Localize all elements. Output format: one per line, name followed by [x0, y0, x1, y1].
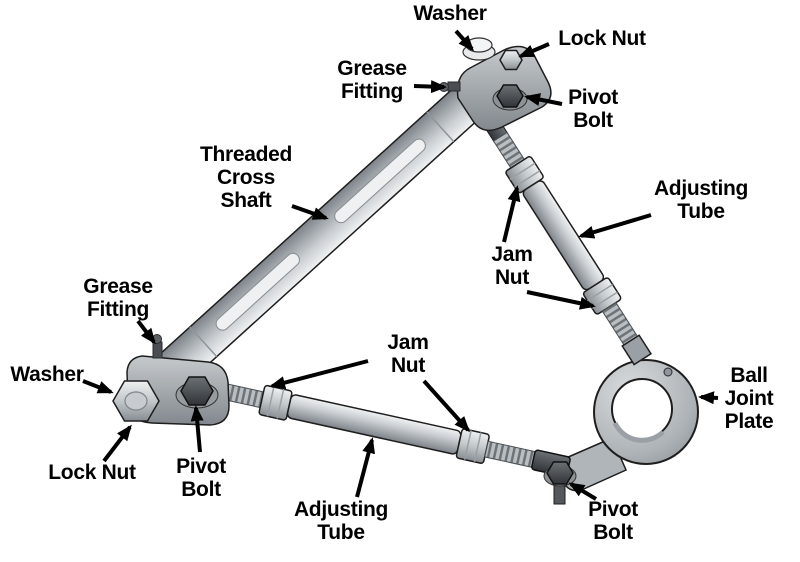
label-ball-joint-plate: Ball Joint Plate	[724, 364, 774, 433]
arrow-jam-nut-right-upper	[502, 185, 521, 243]
pivot-bolt-left-graphic	[175, 376, 219, 409]
pivot-bolt-top-graphic	[492, 84, 528, 111]
threaded-cross-shaft-graphic	[153, 81, 488, 390]
label-lock-nut-top: Lock Nut	[558, 27, 646, 50]
arrow-grease-fitting-top	[413, 80, 447, 94]
adjusting-tube-bottom-graphic	[210, 380, 571, 478]
arrow-jam-nut-right-lower	[526, 290, 596, 310]
washer-left-graphic	[112, 380, 160, 422]
jam-nut-bottom-right-graphic	[455, 428, 490, 464]
label-grease-fitting-top: Grease Fitting	[337, 57, 407, 103]
lock-nut-top-graphic	[499, 49, 523, 71]
label-adjusting-tube-right: Adjusting Tube	[653, 177, 749, 223]
arrow-jam-nut-bottom-right	[422, 379, 471, 433]
pivot-bolt-bottom-graphic	[543, 461, 577, 505]
label-pivot-bolt-top: Pivot Bolt	[568, 86, 618, 132]
label-grease-fitting-left: Grease Fitting	[83, 275, 153, 321]
arrow-pivot-bolt-top	[524, 93, 563, 106]
top-pivot-assembly-graphic	[439, 37, 552, 132]
callout-arrows	[82, 29, 719, 501]
arrow-adjusting-tube-bottom	[355, 437, 375, 498]
arrow-ball-joint-plate	[698, 391, 719, 405]
arrow-threaded-cross-shaft	[291, 204, 329, 220]
arrow-washer-top	[454, 29, 474, 52]
label-washer-left: Washer	[10, 363, 84, 386]
arrow-adjusting-tube-right	[578, 213, 652, 239]
label-washer-top: Washer	[413, 2, 487, 25]
label-jam-nut-bottom: Jam Nut	[387, 331, 429, 377]
arrow-lock-nut-left	[102, 424, 132, 463]
arrow-pivot-bolt-left	[190, 405, 204, 453]
label-jam-nut-right: Jam Nut	[491, 243, 533, 289]
arrow-pivot-bolt-bottom	[568, 482, 598, 501]
grease-fitting-left-graphic	[152, 334, 163, 359]
label-threaded-cross-shaft: Threaded Cross Shaft	[199, 143, 293, 212]
label-adjusting-tube-bottom: Adjusting Tube	[293, 498, 389, 544]
label-pivot-bolt-left: Pivot Bolt	[176, 455, 226, 501]
adjusting-tube-right-graphic	[486, 121, 653, 366]
ball-joint-plate-graphic	[555, 359, 699, 492]
arrow-washer-left	[82, 379, 114, 394]
arrow-jam-nut-bottom-left	[269, 359, 369, 390]
label-lock-nut-left: Lock Nut	[48, 461, 136, 484]
arrow-grease-fitting-left	[136, 319, 156, 345]
label-pivot-bolt-bottom: Pivot Bolt	[588, 498, 638, 544]
arrow-lock-nut-top	[518, 42, 550, 58]
